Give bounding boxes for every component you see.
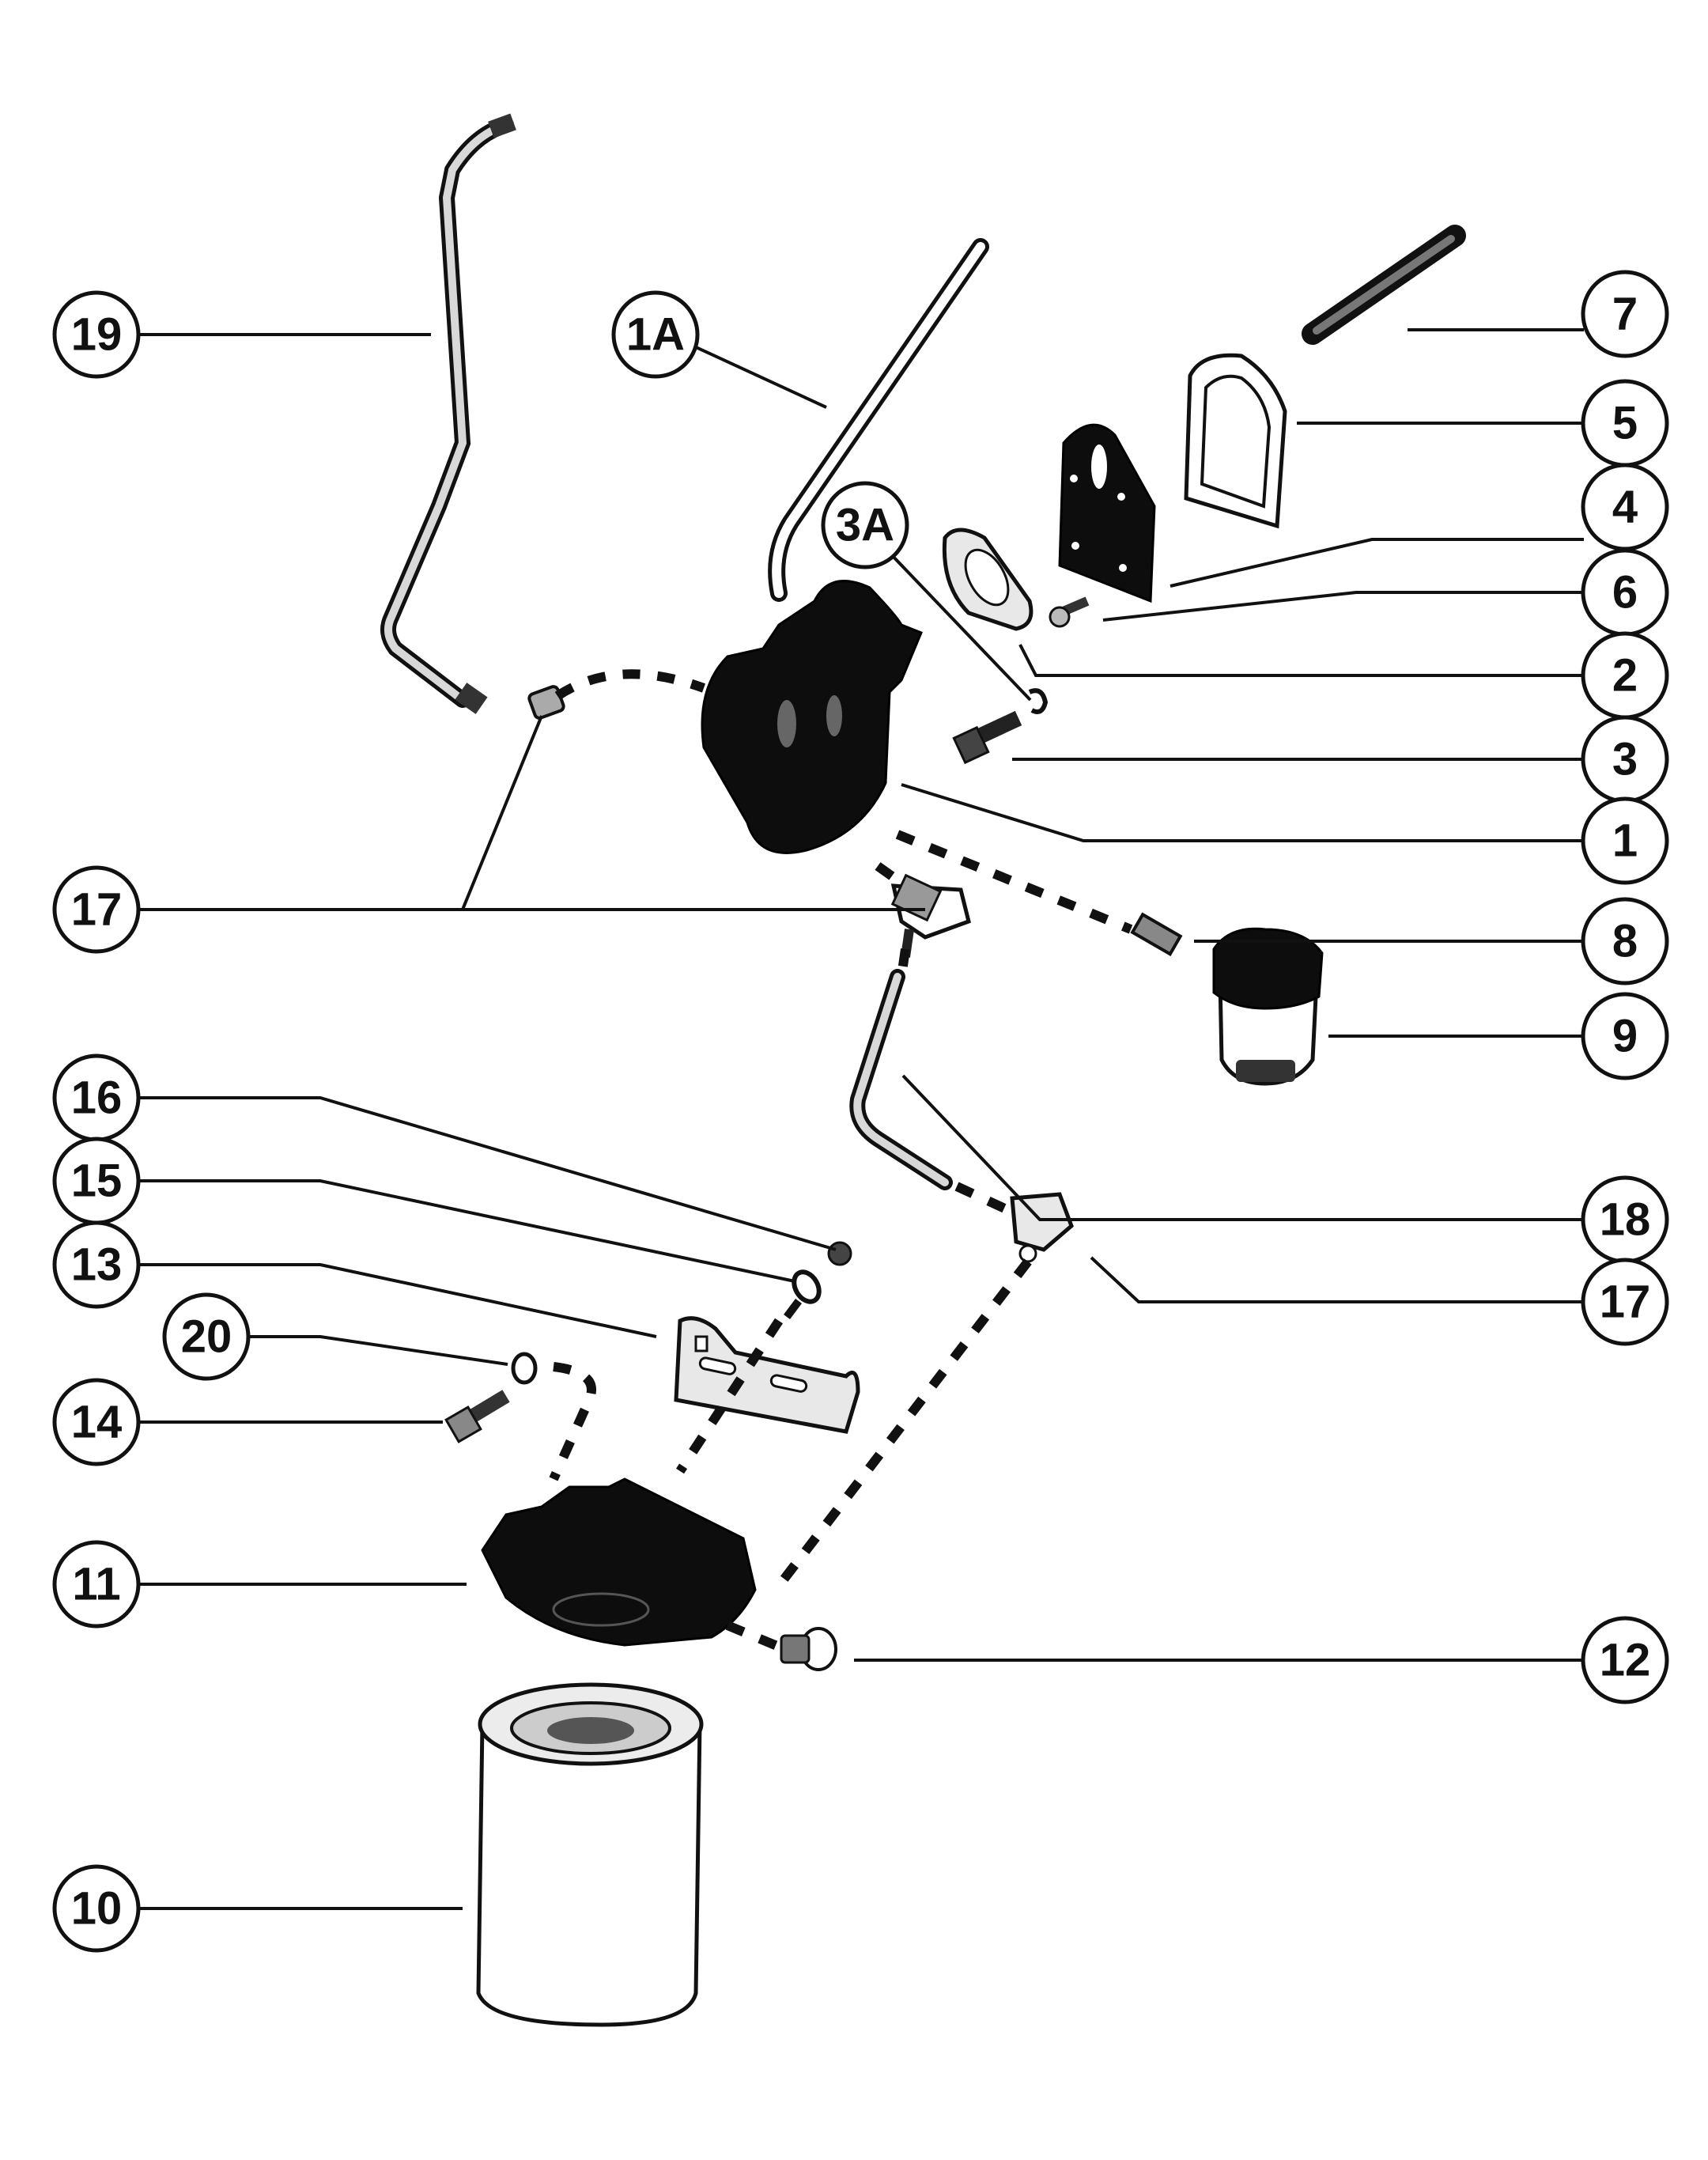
callout-label: 1 — [1612, 815, 1638, 867]
callout-20: 20 — [162, 1292, 251, 1381]
callout-label: 6 — [1612, 567, 1638, 618]
part-stud-eye — [784, 1269, 822, 1319]
callout-label: 13 — [71, 1239, 123, 1291]
part-gasket-cover — [1184, 353, 1287, 529]
part-push-rod — [1302, 225, 1466, 345]
part-bolt-bracket — [444, 1390, 510, 1443]
callout-18: 18 — [1581, 1175, 1669, 1264]
part-washer — [511, 1352, 538, 1385]
callout-label: 3 — [1612, 734, 1638, 785]
part-plug — [780, 1627, 837, 1671]
callout-label: 4 — [1612, 482, 1638, 533]
callout-label: 17 — [71, 884, 123, 936]
callout-4: 4 — [1581, 463, 1669, 551]
part-gasket-pump — [942, 528, 1033, 631]
callout-label: 1A — [626, 309, 685, 361]
callout-label: 18 — [1600, 1194, 1651, 1246]
callout-label: 14 — [71, 1397, 123, 1448]
callout-2: 2 — [1581, 631, 1669, 720]
callout-label: 16 — [71, 1072, 123, 1124]
callout-label: 12 — [1600, 1635, 1651, 1686]
callout-label: 19 — [71, 309, 123, 361]
callout-10: 10 — [52, 1864, 141, 1953]
callout-9: 9 — [1581, 992, 1669, 1080]
part-mounting-bracket — [674, 1316, 860, 1434]
callout-6: 6 — [1581, 548, 1669, 637]
callout-label: 17 — [1600, 1277, 1651, 1328]
callout-11: 11 — [52, 1540, 141, 1629]
part-connector-fitting — [1130, 912, 1183, 956]
callout-12: 12 — [1581, 1616, 1669, 1704]
callout-label: 8 — [1612, 916, 1638, 967]
callout-label: 15 — [71, 1156, 123, 1207]
callout-1A: 1A — [611, 290, 700, 379]
callout-label: 5 — [1612, 398, 1638, 449]
part-filter-base — [481, 1477, 757, 1647]
callout-13: 13 — [52, 1220, 141, 1309]
callout-19: 19 — [52, 290, 141, 379]
callout-17-right: 17 — [1581, 1258, 1669, 1346]
callout-label: 7 — [1612, 289, 1638, 340]
leader-lines — [138, 328, 1584, 1910]
callout-label: 3A — [836, 500, 894, 551]
part-nut — [827, 1241, 852, 1266]
part-bolt — [952, 710, 1022, 765]
callout-7: 7 — [1581, 270, 1669, 358]
part-fuel-filter-cartridge — [476, 1682, 704, 2027]
callout-16: 16 — [52, 1054, 141, 1142]
callout-label: 11 — [72, 1559, 120, 1610]
callout-label: 2 — [1612, 650, 1638, 702]
part-screw — [1049, 596, 1090, 628]
callout-14: 14 — [52, 1378, 141, 1466]
part-fuel-pump — [701, 580, 923, 854]
part-plate — [1058, 423, 1156, 603]
part-sight-bowl-filter — [1212, 927, 1324, 1086]
callout-1: 1 — [1581, 796, 1669, 885]
connection-lines — [549, 669, 1133, 1651]
callout-label: 20 — [181, 1311, 232, 1363]
callout-8: 8 — [1581, 897, 1669, 985]
part-fuel-line-tube-short — [849, 969, 953, 1190]
part-hose — [768, 238, 989, 602]
callout-15: 15 — [52, 1137, 141, 1225]
callout-3: 3 — [1581, 715, 1669, 804]
part-lock-washer — [1028, 688, 1049, 714]
part-elbow-fitting-center — [890, 873, 971, 958]
part-elbow-fitting-right — [1010, 1192, 1074, 1263]
callout-label: 9 — [1612, 1011, 1638, 1062]
part-fuel-line-tube — [380, 113, 516, 714]
callout-label: 10 — [71, 1883, 123, 1935]
callout-17-left: 17 — [52, 865, 141, 954]
callout-3A: 3A — [821, 481, 909, 569]
callout-5: 5 — [1581, 379, 1669, 467]
